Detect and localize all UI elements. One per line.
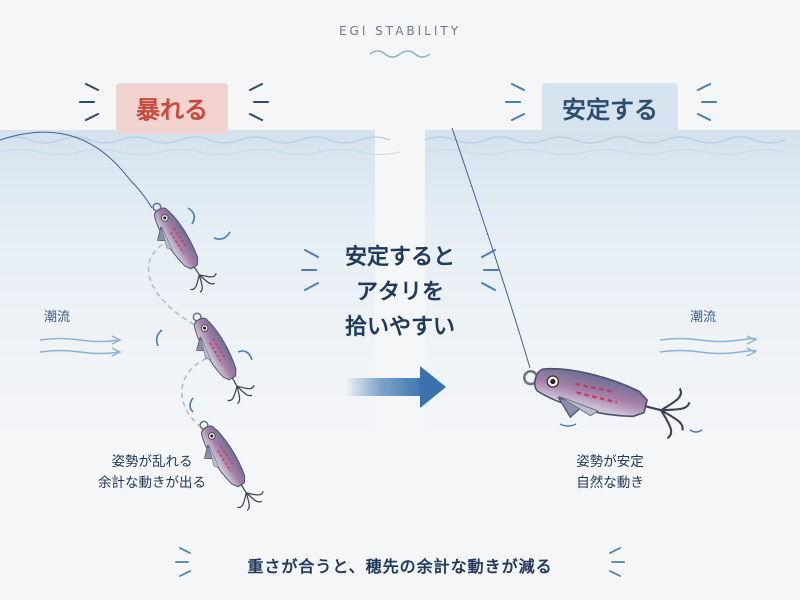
center-message: 安定すると アタリを 拾いやすい bbox=[320, 240, 480, 345]
header-title: EGI STABILITY bbox=[338, 24, 462, 38]
transition-arrow bbox=[345, 366, 446, 408]
caption-stable-line-2: 自然な動き bbox=[576, 475, 644, 491]
caption-stable-line-1: 姿勢が安定 bbox=[576, 454, 644, 470]
wobble-marks bbox=[155, 207, 253, 413]
current-label-right: 潮流 bbox=[690, 310, 717, 325]
caption-stable: 姿勢が安定 自然な動き bbox=[530, 452, 690, 494]
emphasis-marks-left bbox=[79, 83, 269, 121]
current-arrows-left bbox=[39, 335, 122, 357]
center-line-2: アタリを bbox=[355, 280, 444, 305]
emphasis-marks-right bbox=[505, 83, 717, 121]
stable-label: 安定する bbox=[542, 83, 678, 134]
caption-unstable-line-2: 余計な動きが出る bbox=[98, 475, 206, 491]
footer-emphasis-marks bbox=[175, 547, 625, 577]
caption-unstable: 姿勢が乱れる 余計な動きが出る bbox=[72, 452, 232, 494]
unstable-label: 暴れる bbox=[116, 83, 228, 134]
header-wave-icon bbox=[369, 50, 431, 58]
footer-message: 重さが合うと、穂先の余計な動きが減る bbox=[247, 557, 553, 576]
current-label-left: 潮流 bbox=[44, 310, 71, 325]
center-line-1: 安定すると bbox=[344, 245, 455, 270]
current-arrows-right bbox=[659, 335, 757, 357]
fishing-line-left bbox=[0, 131, 153, 209]
caption-unstable-line-1: 姿勢が乱れる bbox=[111, 454, 193, 470]
center-line-3: 拾いやすい bbox=[344, 315, 455, 340]
fishing-line-right bbox=[451, 127, 531, 369]
